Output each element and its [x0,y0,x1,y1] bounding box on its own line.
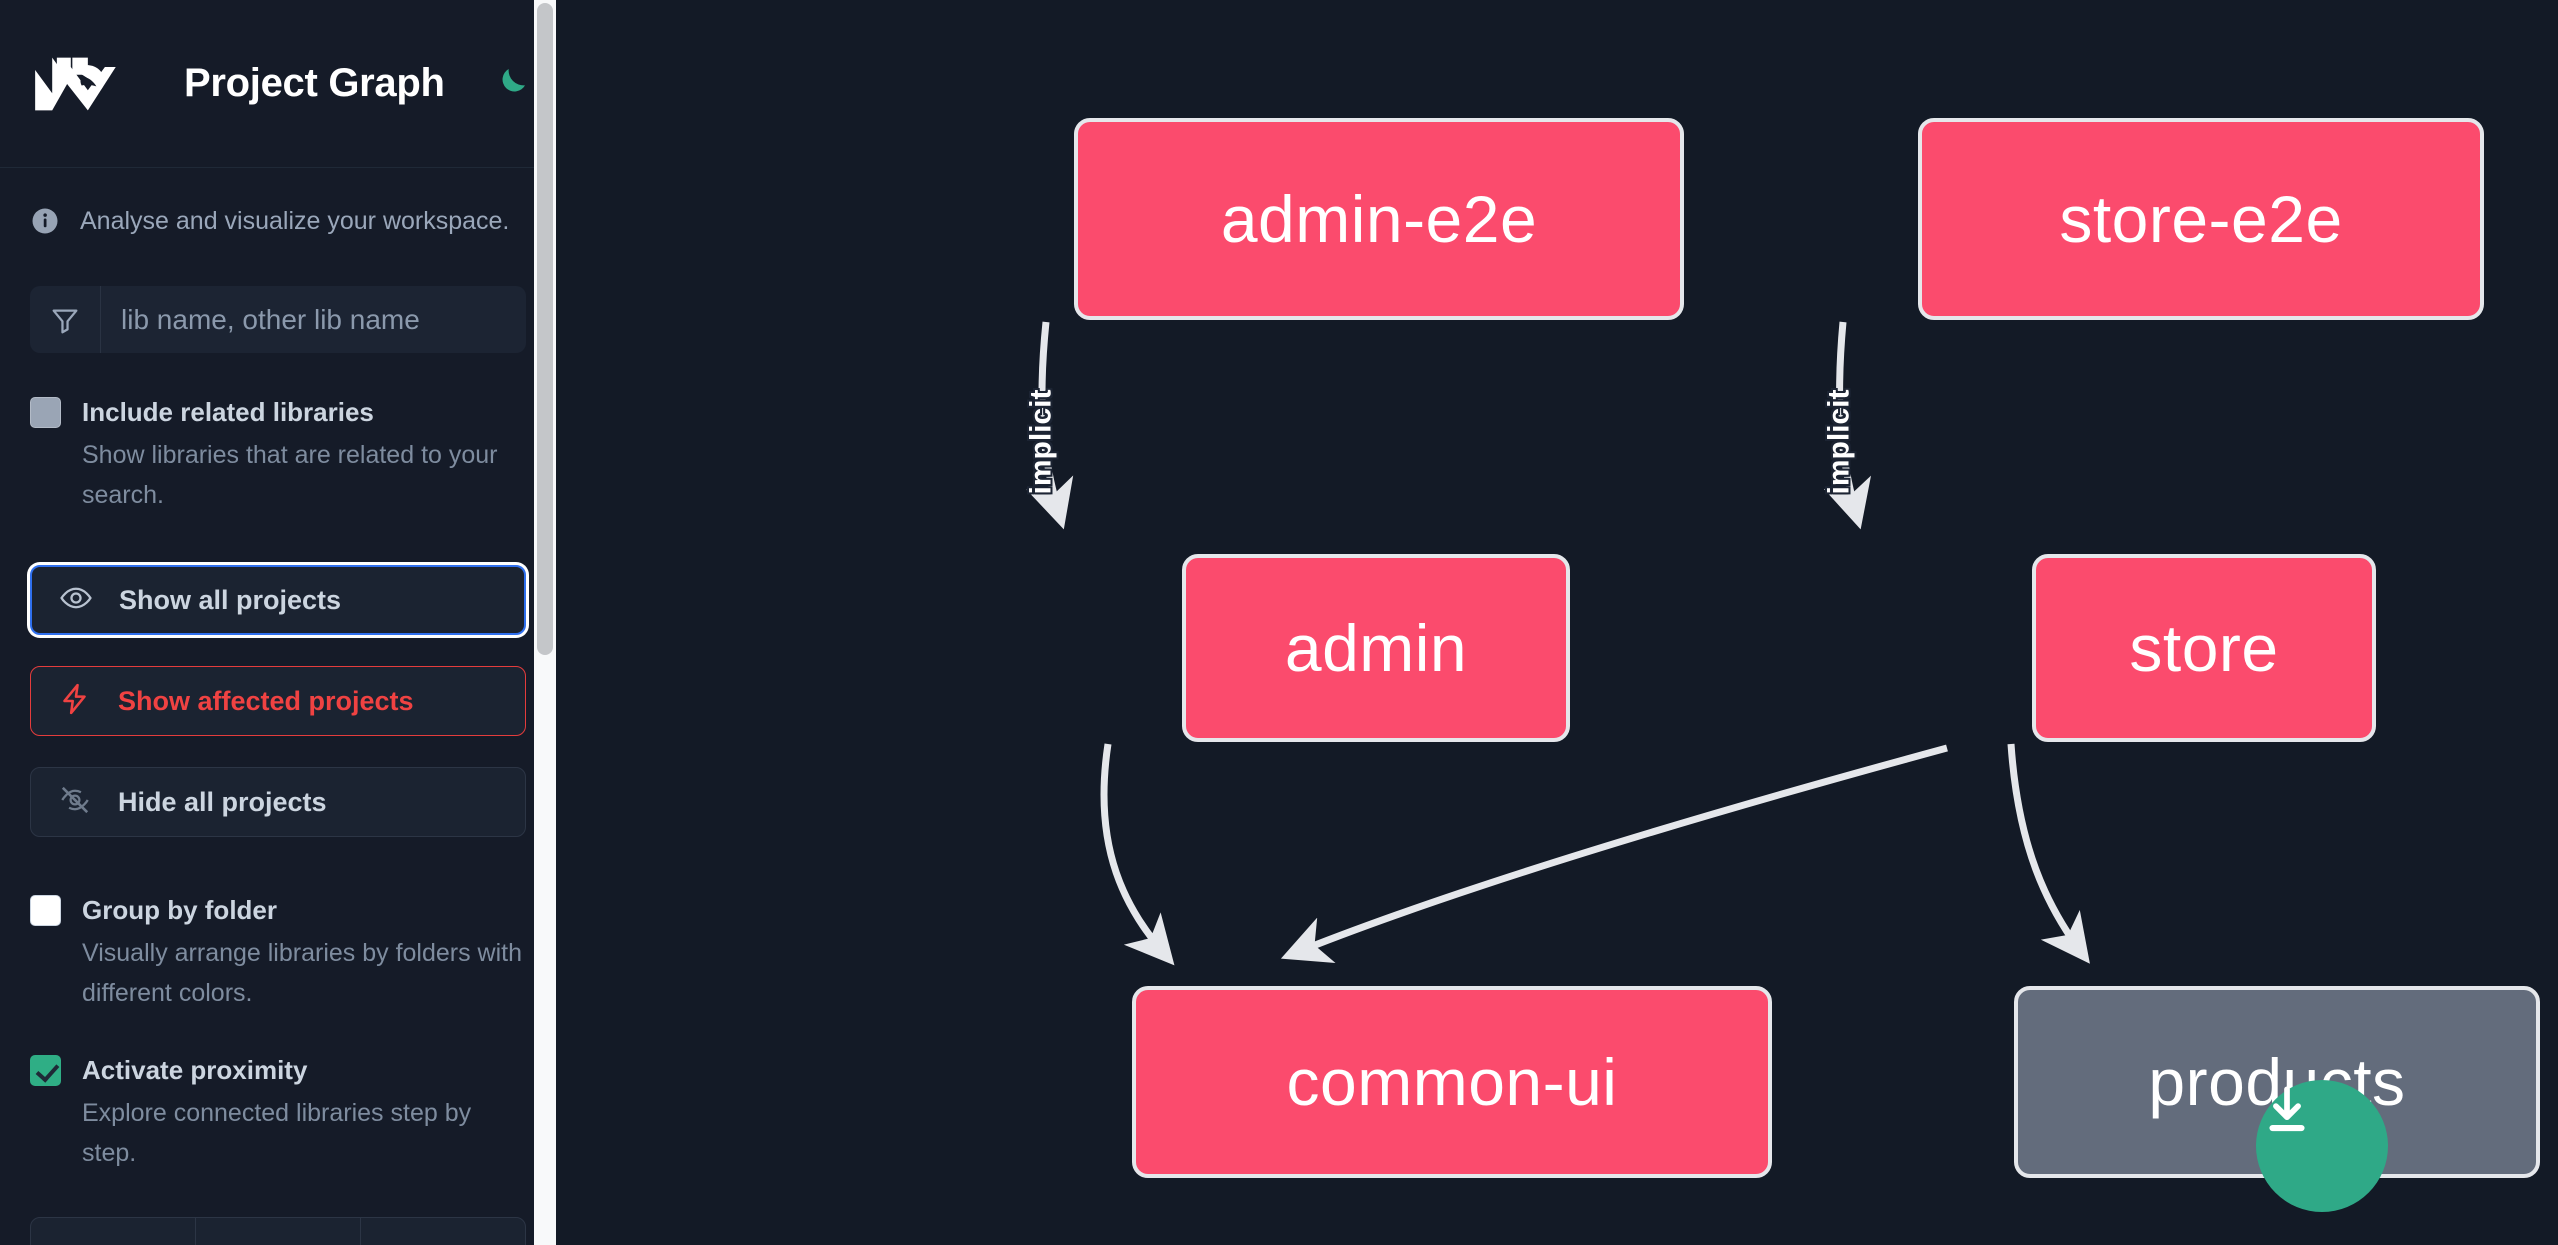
option-description: Explore connected libraries step by step… [82,1099,472,1167]
graph-node-store[interactable]: store [2032,554,2376,742]
edge-admin-common-ui [1100,743,1175,966]
graph-canvas[interactable]: admin-e2e store-e2e admin store common-u… [556,0,2558,1245]
option-label: Include related libraries [82,397,374,427]
edge-store-common-ui [1280,744,1948,964]
edge-admin-e2e-admin [1026,321,1074,530]
tagline-row: Analyse and visualize your workspace. [0,168,556,236]
graph-node-label: admin [1284,611,1468,685]
checkbox-group-by-folder[interactable] [30,895,61,926]
show-affected-projects-label: Show affected projects [118,685,414,716]
graph-node-label: store-e2e [2059,182,2343,256]
download-graph-button[interactable] [2256,1080,2388,1212]
filter-icon[interactable] [30,286,101,353]
option-text-block: Activate proximity Explore connected lib… [82,1049,526,1173]
graph-edges [1026,321,2090,966]
visibility-button-group: Show all projects Show affected projects [0,565,556,837]
graph-node-admin[interactable]: admin [1182,554,1570,742]
option-text-block: Group by folder Visually arrange librari… [82,889,526,1013]
graph-node-label: common-ui [1286,1045,1618,1119]
nx-logo-icon [30,53,124,115]
graph-node-admin-e2e[interactable]: admin-e2e [1074,118,1684,320]
checkbox-include-related-libraries[interactable] [30,397,61,428]
hide-all-projects-button[interactable]: Hide all projects [30,767,526,837]
edge-store-e2e-store [1823,321,1872,530]
edge-store-products [2007,743,2090,964]
option-text-block: Include related libraries Show libraries… [82,391,526,515]
moon-icon[interactable] [487,61,533,107]
graph-node-label: admin-e2e [1220,182,1538,256]
option-description: Visually arrange libraries by folders wi… [82,939,523,1007]
proximity-step-button-group[interactable] [30,1217,526,1245]
search-field-wrapper [30,286,526,353]
show-all-projects-label: Show all projects [119,584,342,615]
option-label: Group by folder [82,895,277,925]
graph-node-common-ui[interactable]: common-ui [1132,986,1772,1178]
sidebar-scrollbar-thumb[interactable] [537,3,553,655]
proximity-step-button[interactable] [196,1218,361,1245]
bolt-icon [58,682,92,721]
proximity-step-button[interactable] [31,1218,196,1245]
option-activate-proximity[interactable]: Activate proximity Explore connected lib… [0,1049,556,1173]
option-group-by-folder[interactable]: Group by folder Visually arrange librari… [0,889,556,1013]
proximity-step-button[interactable] [361,1218,525,1245]
hide-all-projects-label: Hide all projects [118,786,327,817]
option-include-related-libraries[interactable]: Include related libraries Show libraries… [0,391,556,515]
eye-off-icon [58,783,92,822]
graph-node-label: store [2129,611,2279,685]
graph-node-store-e2e[interactable]: store-e2e [1918,118,2484,320]
search-input[interactable] [101,286,526,353]
show-all-projects-button[interactable]: Show all projects [30,565,526,635]
page-title: Project Graph [184,61,445,105]
option-label: Activate proximity [82,1055,308,1085]
option-description: Show libraries that are related to your … [82,441,498,509]
show-affected-projects-button[interactable]: Show affected projects [30,666,526,736]
sidebar-header: Project Graph [0,0,556,168]
eye-icon [59,581,93,620]
sidebar-tagline: Analyse and visualize your workspace. [80,206,510,235]
sidebar: Project Graph Analyse and visualize your… [0,0,556,1245]
info-icon [30,206,60,236]
checkbox-activate-proximity[interactable] [30,1055,61,1086]
sidebar-scrollbar-track[interactable] [534,0,556,1245]
